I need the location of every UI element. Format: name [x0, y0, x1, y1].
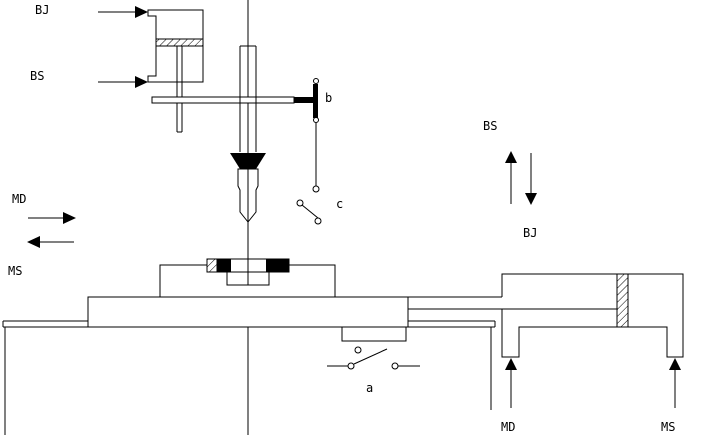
label-a: a [366, 381, 373, 395]
md-inlet-arrow [505, 358, 517, 408]
limit-switch-c [296, 123, 322, 225]
drill-spindle [230, 45, 266, 223]
label-c: c [336, 197, 343, 211]
label-b: b [325, 91, 332, 105]
ms-inlet-arrow [669, 358, 681, 408]
switch-actuator-tab [341, 326, 407, 342]
horizontal-cylinder [408, 273, 684, 358]
label-ms-bottom: MS [661, 420, 675, 434]
ms-arrow-left [27, 236, 74, 248]
actuator-bar [151, 78, 319, 123]
vertical-cylinder [147, 9, 204, 133]
workpiece-clamp [206, 258, 290, 286]
label-md-left: MD [12, 192, 26, 206]
label-bj-top: BJ [35, 3, 49, 17]
label-md-bottom: MD [501, 420, 515, 434]
label-ms-left: MS [8, 264, 22, 278]
label-bs-right: BS [483, 119, 497, 133]
machine-bed [2, 320, 496, 435]
bj-arrow-down [525, 153, 537, 205]
bs-arrow-up [505, 151, 517, 204]
bs-inlet-arrow [98, 76, 148, 88]
label-bj-right: BJ [523, 226, 537, 240]
label-bs-top: BS [30, 69, 44, 83]
limit-switch-a [327, 346, 420, 370]
bj-inlet-arrow [98, 6, 148, 18]
md-arrow-right [28, 212, 76, 224]
